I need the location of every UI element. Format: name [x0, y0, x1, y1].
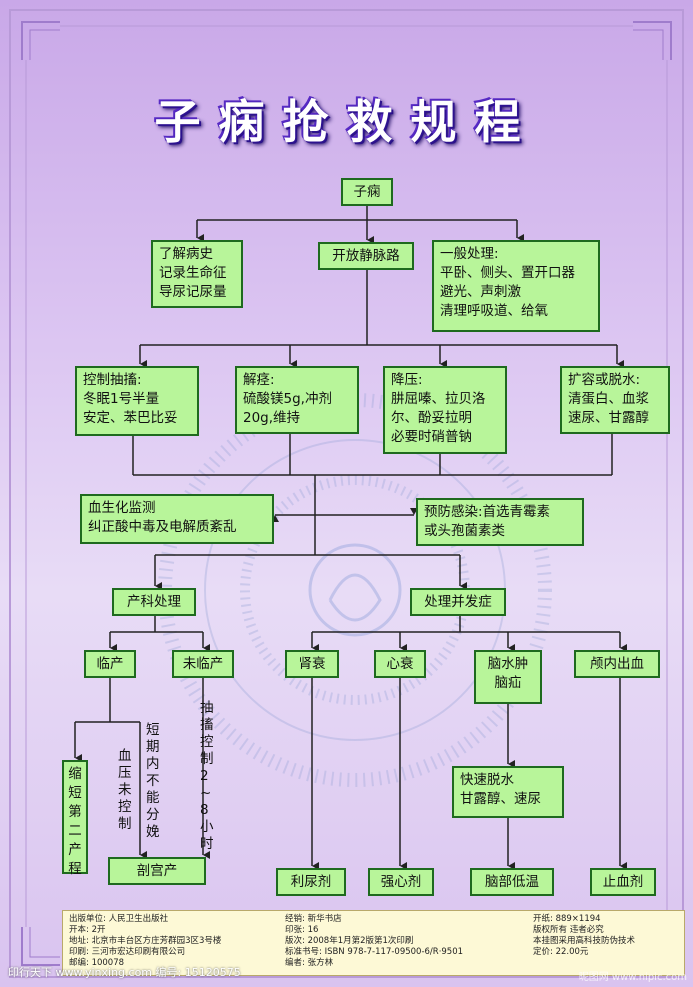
- node-hemostatic: 止血剂: [590, 868, 656, 896]
- node-history-vitals: 了解病史 记录生命征 导尿记尿量: [151, 240, 243, 308]
- node-rapid-dehydration: 快速脱水 甘露醇、速尿: [452, 766, 564, 818]
- footer-line: 经销: 新华书店: [285, 914, 342, 924]
- page-title: 子痫抢救规程: [154, 95, 539, 149]
- label-cannot-deliver-soon: 短期内不能分娩: [146, 722, 160, 840]
- footer-line: 本挂图采用高科技防伪技术: [533, 936, 636, 946]
- site-watermark-text: 印行天下 www.yinxing.com 编号: 15120575: [8, 966, 241, 979]
- node-intracranial-hemorrhage: 颅内出血: [574, 650, 660, 678]
- footer-col-price: 开纸: 889×1194 版权所有 违者必究 本挂图采用高科技防伪技术 定价: …: [533, 914, 635, 958]
- nipic-watermark-text: 昵图网 www.nipic.com: [578, 972, 687, 983]
- node-general-care: 一般处理: 平卧、侧头、置开口器 避光、声刺激 清理呼吸道、给氧: [432, 240, 600, 332]
- node-brain-edema: 脑水肿 脑疝: [474, 650, 542, 704]
- node-antihypertensive: 降压: 肼屈嗪、拉贝洛 尔、酚妥拉明 必要时硝普钠: [383, 366, 507, 454]
- footer-line: 版次: 2008年1月第2版第1次印刷: [285, 936, 414, 946]
- node-volume-dehydration: 扩容或脱水: 清蛋白、血浆 速尿、甘露醇: [560, 366, 670, 434]
- node-brain-hypothermia: 脑部低温: [470, 868, 554, 896]
- footer-line: 开本: 2开: [69, 925, 106, 935]
- node-iv-access: 开放静脉路: [318, 242, 414, 270]
- footer-line: 开纸: 889×1194: [533, 914, 601, 924]
- node-shorten-second-stage: 缩短第二产程: [62, 760, 88, 877]
- node-heart-failure: 心衰: [374, 650, 426, 678]
- node-cardiotonic: 强心剂: [368, 868, 434, 896]
- footer-line: 标准书号: ISBN 978-7-117-09500-6/R·9501: [285, 947, 464, 957]
- publication-info-footer: 出版单位: 人民卫生出版社 开本: 2开 地址: 北京市丰台区方庄芳群园3区3号…: [62, 910, 685, 976]
- footer-col-publisher: 出版单位: 人民卫生出版社 开本: 2开 地址: 北京市丰台区方庄芳群园3区3号…: [69, 914, 221, 969]
- node-infection-prevention: 预防感染:首选青霉素 或头孢菌素类: [416, 498, 584, 546]
- footer-line: 邮编: 100078: [69, 958, 125, 968]
- node-complications: 处理并发症: [410, 588, 506, 616]
- node-control-convulsion: 控制抽搐: 冬眠1号半量 安定、苯巴比妥: [75, 366, 199, 436]
- node-renal-failure: 肾衰: [285, 650, 339, 678]
- node-antispasm: 解痉: 硫酸镁5g,冲剂 20g,维持: [235, 366, 359, 434]
- footer-line: 印张: 16: [285, 925, 319, 935]
- node-cesarean: 剖宫产: [108, 857, 206, 885]
- node-in-labor: 临产: [84, 650, 136, 678]
- node-biochem-monitoring: 血生化监测 纠正酸中毒及电解质紊乱: [80, 494, 274, 544]
- node-obstetric-management: 产科处理: [112, 588, 196, 616]
- footer-line: 出版单位: 人民卫生出版社: [69, 914, 169, 924]
- node-eclampsia: 子痫: [341, 178, 393, 206]
- footer-col-edition: 经销: 新华书店 印张: 16 版次: 2008年1月第2版第1次印刷 标准书号…: [285, 914, 463, 969]
- node-not-in-labor: 未临产: [172, 650, 234, 678]
- label-bp-uncontrolled: 血压未控制: [118, 748, 132, 832]
- node-diuretic: 利尿剂: [276, 868, 346, 896]
- footer-line: 印刷: 三河市宏达印刷有限公司: [69, 947, 186, 957]
- footer-line: 版权所有 违者必究: [533, 925, 604, 935]
- label-convulsion-controlled-hours: 抽搐控制2~8小时: [200, 700, 214, 852]
- footer-line: 地址: 北京市丰台区方庄芳群园3区3号楼: [69, 936, 222, 946]
- footer-line: 定价: 22.00元: [533, 947, 589, 957]
- footer-line: 编者: 张方林: [285, 958, 334, 968]
